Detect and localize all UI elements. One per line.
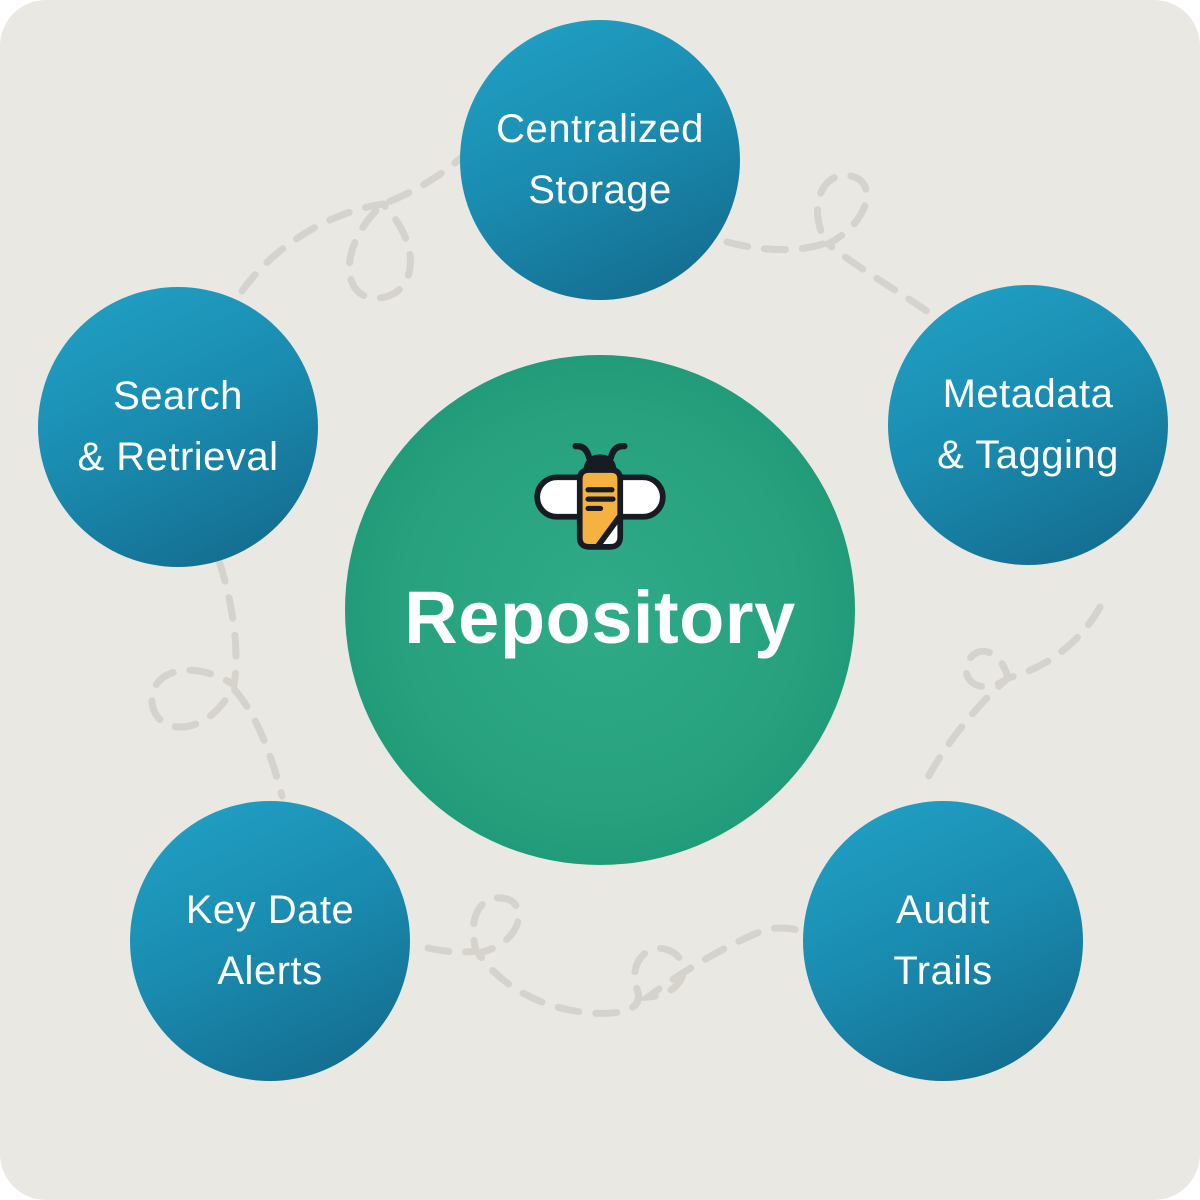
node-metadata-tagging: Metadata & Tagging <box>888 285 1168 565</box>
node-label-line: Trails <box>893 949 993 993</box>
node-label-line: Storage <box>528 168 672 212</box>
node-label-line: Metadata <box>942 372 1114 417</box>
node-label-line: & Tagging <box>937 433 1119 477</box>
node-label-line: Search <box>113 374 243 419</box>
flight-path-storage-to-metadata <box>723 171 935 318</box>
document-fold-icon <box>594 512 624 550</box>
node-key-date-alerts-label: Key Date Alerts <box>186 880 355 1002</box>
node-search-retrieval: Search & Retrieval <box>38 287 318 567</box>
node-label-line: & Retrieval <box>77 435 279 479</box>
node-search-retrieval-label: Search & Retrieval <box>77 366 278 488</box>
bee-antenna-icon <box>607 442 628 461</box>
center-repository-circle: Repository <box>345 355 855 865</box>
node-metadata-tagging-label: Metadata & Tagging <box>937 364 1119 486</box>
repository-title: Repository <box>404 576 796 659</box>
flight-path-search-to-keydate <box>148 557 286 800</box>
node-key-date-alerts: Key Date Alerts <box>130 801 410 1081</box>
node-label-line: Key Date <box>185 888 355 933</box>
bee-document-icon <box>534 442 666 550</box>
node-centralized-storage: Centralized Storage <box>460 20 740 300</box>
flight-path-keydate-to-audit <box>424 894 807 1017</box>
bee-antenna-icon <box>572 442 593 461</box>
flight-path-metadata-to-audit <box>919 603 1104 791</box>
node-centralized-storage-label: Centralized Storage <box>496 99 704 221</box>
node-audit-trails: Audit Trails <box>803 801 1083 1081</box>
node-label-line: Alerts <box>217 949 323 993</box>
flight-path-search-to-storage <box>238 153 466 302</box>
node-label-line: Audit <box>896 888 990 933</box>
node-label-line: Centralized <box>496 107 704 152</box>
node-audit-trails-label: Audit Trails <box>893 880 992 1002</box>
